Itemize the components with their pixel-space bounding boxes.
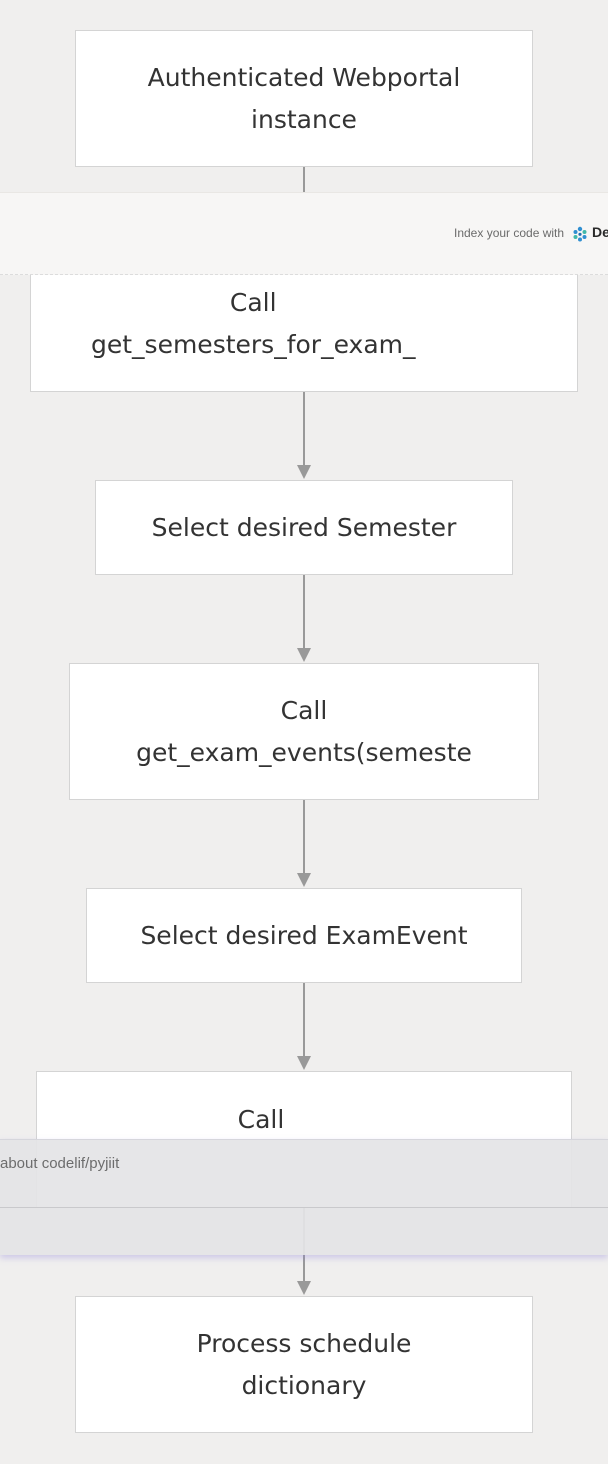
node-process-schedule: Process schedule dictionary [75, 1296, 533, 1433]
ask-panel-divider [0, 1207, 608, 1208]
node-call-get-exam-events: Call get_exam_events(semeste [69, 663, 539, 800]
node-label-line: Select desired Semester [151, 512, 457, 542]
node-label-line: Call [237, 1105, 285, 1134]
node-label-line: Process schedule [196, 1328, 412, 1358]
node-label-line: get_semesters_for_exam_ [91, 329, 416, 359]
node-label-line: Call [280, 695, 328, 725]
index-code-banner[interactable]: Index your code with De [0, 192, 608, 275]
node-select-semester: Select desired Semester [95, 480, 513, 575]
node-select-exam-event: Select desired ExamEvent [86, 888, 522, 983]
node-authenticated-webportal: Authenticated Webportal instance [75, 30, 533, 167]
node-label-line: Call [229, 287, 277, 317]
ask-panel[interactable]: about codelif/pyjiit [0, 1139, 608, 1255]
brand-name[interactable]: De [592, 224, 608, 240]
node-label-line: get_exam_events(semeste [136, 737, 472, 767]
index-banner-text: Index your code with [454, 226, 565, 240]
node-call-get-semesters: Call get_semesters_for_exam_ [30, 255, 578, 392]
brand-logo-icon [573, 226, 587, 242]
node-label-line: Select desired ExamEvent [140, 920, 468, 950]
node-label-line: instance [251, 104, 357, 134]
node-label-line: Authenticated Webportal [147, 62, 461, 92]
node-label-line: dictionary [241, 1370, 367, 1400]
ask-panel-text: about codelif/pyjiit [0, 1155, 120, 1172]
